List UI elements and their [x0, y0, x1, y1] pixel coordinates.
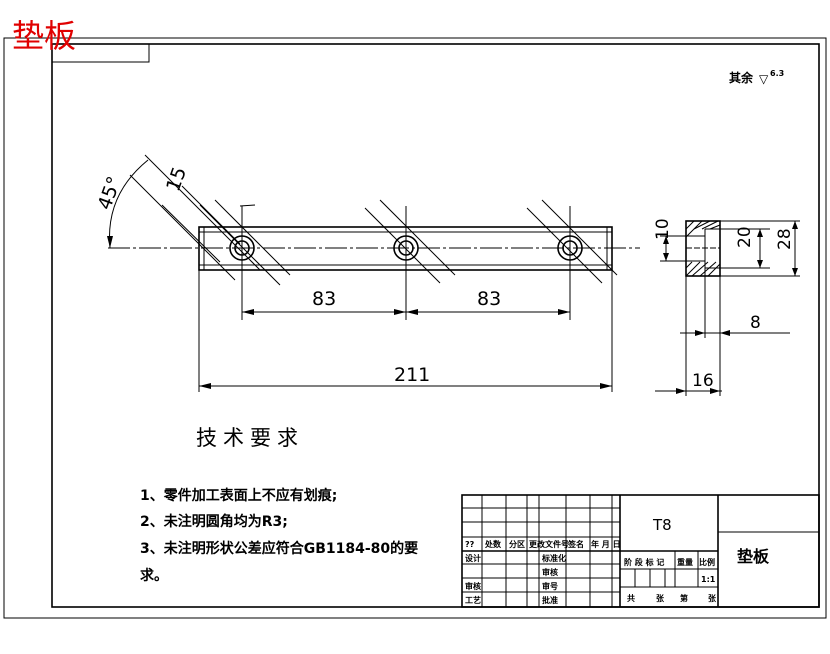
- dim-hole-diameter: 10: [653, 218, 673, 240]
- side-section-view: 10 20 28 8 16: [653, 218, 800, 396]
- arrow-d20-a-icon: [757, 229, 763, 237]
- dim-angle: 45°: [94, 173, 126, 212]
- tb-scale: 1:1: [701, 575, 716, 584]
- section-hatching: [685, 220, 721, 277]
- arrow-pitch-c-icon: [406, 309, 418, 315]
- tb-approve-right: 批准: [542, 595, 558, 605]
- hole-3: [557, 206, 583, 320]
- tb-weight: 重量: [677, 557, 693, 567]
- tb-sheet-no: 第: [680, 593, 688, 603]
- arrow-d10-b-icon: [663, 253, 669, 261]
- arrow-w16-a-icon: [676, 388, 686, 394]
- tb-header-4: 签名: [567, 539, 584, 549]
- dim-pitch-1: 83: [312, 288, 336, 310]
- tb-approve-left: 审核: [542, 567, 558, 577]
- tb-sheet-unit: 张: [656, 594, 665, 603]
- dim-height: 28: [775, 228, 795, 250]
- code-box: [51, 43, 150, 63]
- requirements-heading: 技术要求: [196, 426, 304, 450]
- arrow-pitch-b-icon: [394, 309, 406, 315]
- arrow-d10-a-icon: [663, 236, 669, 244]
- title-block: ?? 处数 分区 更改文件号 签名 年 月 日 设计 标准化 审核 审核 工艺 …: [461, 494, 820, 608]
- dim-width: 16: [692, 371, 714, 391]
- drawing-frame: [51, 43, 820, 608]
- arrow-d8-b-icon: [720, 330, 730, 336]
- tb-header-1: 处数: [484, 539, 502, 549]
- technical-requirements: 技术要求 1、零件加工表面上不应有划痕; 2、未注明圆角均为R3; 3、未注明形…: [140, 426, 418, 584]
- roughness-label: 其余: [729, 70, 754, 85]
- requirement-1: 1、零件加工表面上不应有划痕;: [140, 487, 337, 504]
- hole-1: [229, 206, 255, 320]
- tb-header-3: 更改文件号: [529, 539, 569, 549]
- arrow-d20-b-icon: [757, 260, 763, 268]
- sheet-outer-border: [3, 37, 827, 619]
- dim-counterbore-diameter: 20: [735, 226, 755, 248]
- tb-sheet-no-label: 审号: [542, 581, 558, 591]
- hole-2: [393, 206, 419, 320]
- tb-review: 审核: [465, 581, 481, 591]
- tb-process: 工艺: [465, 595, 481, 605]
- tb-header-2: 分区: [509, 539, 525, 549]
- arrow-w16-b-icon: [710, 388, 720, 394]
- arrow-h28-b-icon: [792, 268, 798, 276]
- chamfer-leaders: [129, 154, 261, 281]
- dim-pitch-2: 83: [477, 288, 501, 310]
- tb-ratio: 比例: [699, 557, 715, 567]
- requirement-2: 2、未注明圆角均为R3;: [140, 513, 288, 530]
- overlay-title: 垫板: [12, 17, 76, 55]
- requirement-3: 3、未注明形状公差应符合GB1184-80的要: [140, 540, 418, 557]
- arrow-length-left-icon: [199, 383, 211, 389]
- tb-header-5: 年 月 日: [591, 539, 621, 549]
- diagonal-markers: [199, 199, 618, 286]
- angle-arrow-icon: [107, 236, 113, 248]
- tb-stage-label: 阶 段 标 记: [624, 557, 664, 567]
- roughness-symbol-icon: ▽: [759, 72, 769, 86]
- dim-overall-length: 211: [394, 364, 430, 386]
- tb-sheet-total: 共: [627, 593, 635, 603]
- tb-standardization: 标准化: [541, 553, 566, 563]
- dim-chamfer: 15: [162, 164, 191, 194]
- roughness-note: 其余 ▽ 6.3: [729, 69, 784, 86]
- front-view: 45° 15 83 83 211: [94, 154, 640, 392]
- roughness-value: 6.3: [770, 69, 784, 78]
- requirement-3-cont: 求。: [140, 567, 168, 584]
- arrow-pitch-a-icon: [242, 309, 254, 315]
- arrow-length-right-icon: [600, 383, 612, 389]
- arrow-pitch-d-icon: [558, 309, 570, 315]
- dim-depth: 8: [750, 313, 761, 333]
- tb-material: T8: [652, 516, 672, 534]
- tb-header-0: ??: [465, 540, 475, 549]
- arrow-h28-a-icon: [792, 221, 798, 229]
- tb-sheet-unit2: 张: [708, 594, 717, 603]
- arrow-d8-a-icon: [695, 330, 705, 336]
- tb-design: 设计: [465, 553, 481, 563]
- tb-part-name: 垫板: [737, 547, 770, 566]
